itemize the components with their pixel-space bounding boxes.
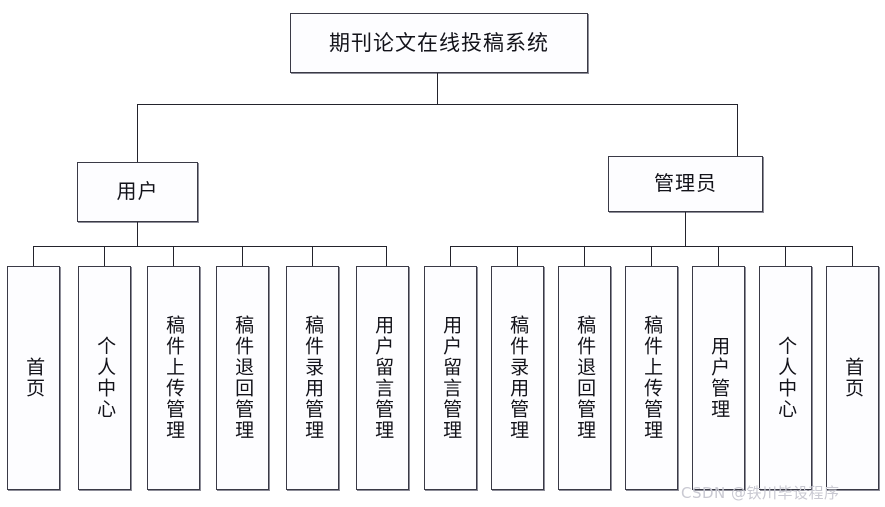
- leaf-user-1-label: 首页: [23, 357, 46, 399]
- leaf-admin-6[interactable]: 个人中心: [759, 266, 812, 490]
- watermark-csdn: CSDN @铁川毕设程序: [681, 484, 840, 502]
- connector-user-leaf-drop-1: [33, 246, 34, 266]
- leaf-admin-5-label: 用户管理: [708, 336, 731, 420]
- leaf-user-2[interactable]: 个人中心: [78, 266, 131, 490]
- leaf-user-6-label: 用户留言管理: [372, 315, 395, 441]
- connector-admin-leaf-drop-3: [584, 246, 585, 266]
- leaf-admin-1-label: 用户留言管理: [440, 315, 463, 441]
- connector-user-stem: [137, 222, 138, 246]
- connector-user-leaf-bus: [33, 246, 387, 247]
- connector-admin-leaf-drop-6: [785, 246, 786, 266]
- connector-user-leaf-drop-5: [312, 246, 313, 266]
- leaf-admin-6-label: 个人中心: [775, 336, 798, 420]
- leaf-admin-4[interactable]: 稿件上传管理: [625, 266, 678, 490]
- connector-admin-leaf-drop-2: [517, 246, 518, 266]
- connector-admin-stem: [685, 212, 686, 246]
- connector-user-leaf-drop-4: [242, 246, 243, 266]
- connector-user-leaf-drop-2: [104, 246, 105, 266]
- leaf-user-2-label: 个人中心: [94, 336, 117, 420]
- leaf-user-3[interactable]: 稿件上传管理: [147, 266, 200, 490]
- leaf-admin-7[interactable]: 首页: [826, 266, 879, 490]
- connector-level2-bus: [137, 104, 737, 105]
- node-branch-user[interactable]: 用户: [77, 162, 198, 222]
- connector-user-leaf-drop-3: [173, 246, 174, 266]
- leaf-admin-2-label: 稿件录用管理: [507, 315, 530, 441]
- node-branch-user-label: 用户: [116, 179, 159, 204]
- leaf-admin-3[interactable]: 稿件退回管理: [558, 266, 611, 490]
- leaf-user-4[interactable]: 稿件退回管理: [216, 266, 269, 490]
- leaf-user-3-label: 稿件上传管理: [163, 315, 186, 441]
- connector-drop-user: [137, 104, 138, 162]
- connector-user-leaf-drop-6: [386, 246, 387, 266]
- connector-admin-leaf-drop-7: [852, 246, 853, 266]
- leaf-user-6[interactable]: 用户留言管理: [356, 266, 409, 490]
- leaf-admin-4-label: 稿件上传管理: [641, 315, 664, 441]
- node-branch-admin[interactable]: 管理员: [608, 156, 763, 212]
- connector-drop-admin: [737, 104, 738, 162]
- node-root-system[interactable]: 期刊论文在线投稿系统: [290, 13, 588, 73]
- leaf-admin-3-label: 稿件退回管理: [574, 315, 597, 441]
- connector-admin-leaf-drop-4: [651, 246, 652, 266]
- connector-admin-leaf-drop-1: [450, 246, 451, 266]
- leaf-user-5-label: 稿件录用管理: [302, 315, 325, 441]
- node-root-label: 期刊论文在线投稿系统: [329, 30, 549, 55]
- leaf-user-5[interactable]: 稿件录用管理: [286, 266, 339, 490]
- leaf-admin-2[interactable]: 稿件录用管理: [491, 266, 544, 490]
- leaf-user-4-label: 稿件退回管理: [232, 315, 255, 441]
- connector-admin-leaf-drop-5: [718, 246, 719, 266]
- leaf-admin-1[interactable]: 用户留言管理: [424, 266, 477, 490]
- leaf-admin-7-label: 首页: [842, 357, 865, 399]
- leaf-user-1[interactable]: 首页: [7, 266, 60, 490]
- connector-root-stem: [437, 73, 438, 104]
- leaf-admin-5[interactable]: 用户管理: [692, 266, 745, 490]
- node-branch-admin-label: 管理员: [654, 171, 717, 196]
